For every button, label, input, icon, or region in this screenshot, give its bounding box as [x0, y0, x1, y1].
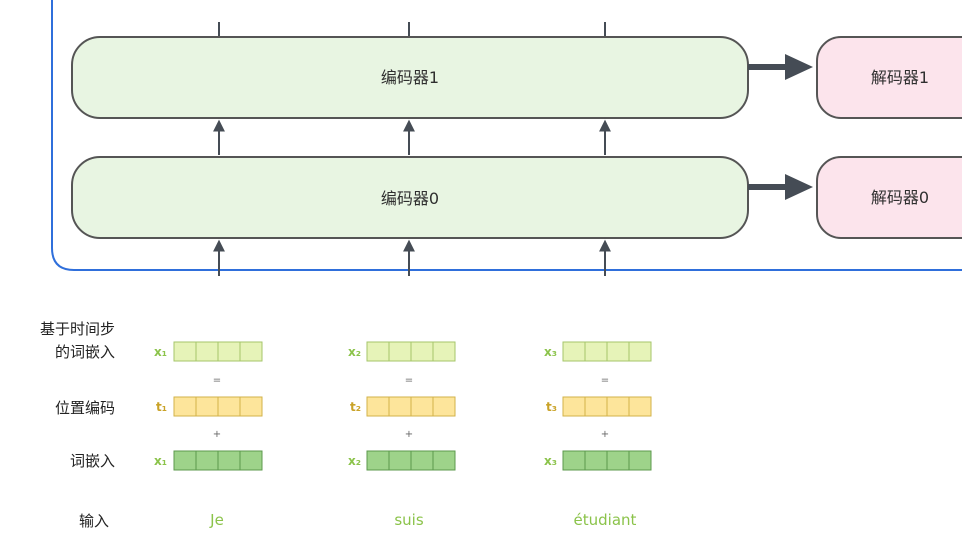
- token-2-combined-vector: [366, 341, 456, 362]
- token-2-embedding-vector-cell-3: [410, 450, 434, 471]
- decoder-1-label: 解码器1: [871, 68, 929, 87]
- encoder-0-box: [71, 156, 749, 239]
- token-3-input-word: étudiant: [574, 511, 637, 529]
- token-3-embedding-vector-cell-1: [562, 450, 586, 471]
- decoder-0-label: 解码器0: [871, 188, 929, 207]
- token-1-equals-sign: =: [213, 375, 221, 386]
- token-1-embedding-vector-cell-1: [173, 450, 197, 471]
- encoder-0-to-decoder-0-arrow-head: [785, 174, 813, 200]
- token-2-position-vector-cell-2: [388, 396, 412, 417]
- token-1-plus-sign: +: [213, 429, 221, 440]
- row-label-time-step-embedding-2: 的词嵌入: [55, 343, 115, 361]
- token-2-combined-vector-cell-2: [388, 341, 412, 362]
- token-1-combined-vector-cell-2: [195, 341, 219, 362]
- token-2-embedding-vector-cell-1: [366, 450, 390, 471]
- token-2-combined-vector-cell-3: [410, 341, 434, 362]
- token-1-combined-vector-cell-1: [173, 341, 197, 362]
- token-2-combined-vector-cell-1: [366, 341, 390, 362]
- token-1-embedding-label: x₁: [154, 454, 167, 468]
- token-1-embedding-vector-cell-4: [239, 450, 263, 471]
- token-column-3: x₃ = t₃ + x₃ étudiant: [544, 341, 652, 529]
- token-3-embedding-vector-cell-3: [606, 450, 630, 471]
- token-2-plus-sign: +: [405, 429, 413, 440]
- row-label-input: 输入: [79, 512, 109, 530]
- token-2-embedding-vector-cell-2: [388, 450, 412, 471]
- token-3-combined-vector-cell-2: [584, 341, 608, 362]
- token-1-position-vector-cell-2: [195, 396, 219, 417]
- row-label-time-step-embedding-1: 基于时间步: [40, 320, 115, 338]
- token-3-equals-sign: =: [601, 375, 609, 386]
- token-3-combined-vector-cell-1: [562, 341, 586, 362]
- token-3-combined-vector: [562, 341, 652, 362]
- token-1-combined-vector: [173, 341, 263, 362]
- token-3-position-vector-cell-1: [562, 396, 586, 417]
- token-2-input-word: suis: [394, 511, 423, 529]
- token-column-2: x₂ = t₂ + x₂ suis: [348, 341, 456, 529]
- token-3-embedding-vector-cell-4: [628, 450, 652, 471]
- token-1-combined-vector-cell-3: [217, 341, 241, 362]
- token-3-embedding-label: x₃: [544, 454, 557, 468]
- token-2-position-vector-cell-1: [366, 396, 390, 417]
- token-1-embedding-vector: [173, 450, 263, 471]
- token-3-embedding-vector: [562, 450, 652, 471]
- token-2-position-vector: [366, 396, 456, 417]
- decoder-1-box: [816, 36, 962, 119]
- token-3-combined-vector-cell-4: [628, 341, 652, 362]
- token-3-combined-vector-cell-3: [606, 341, 630, 362]
- encoder-1-label: 编码器1: [381, 68, 439, 87]
- token-1-position-vector-cell-1: [173, 396, 197, 417]
- encoder-1-box: [71, 36, 749, 119]
- row-label-positional-encoding: 位置编码: [55, 399, 115, 417]
- encoder-0-label: 编码器0: [381, 189, 439, 208]
- token-2-combined-vector-cell-4: [432, 341, 456, 362]
- token-3-position-vector: [562, 396, 652, 417]
- token-1-position-label: t₁: [156, 400, 167, 414]
- token-3-plus-sign: +: [601, 429, 609, 440]
- token-3-position-label: t₃: [546, 400, 557, 414]
- token-column-1: x₁ = t₁ + x₁ Je: [154, 341, 263, 529]
- token-1-position-vector-cell-4: [239, 396, 263, 417]
- token-1-combined-label: x₁: [154, 345, 167, 359]
- token-1-position-vector-cell-3: [217, 396, 241, 417]
- token-2-embedding-vector-cell-4: [432, 450, 456, 471]
- token-2-combined-label: x₂: [348, 345, 361, 359]
- encoder-stack-container: [51, 0, 962, 271]
- token-1-position-vector: [173, 396, 263, 417]
- token-1-embedding-vector-cell-3: [217, 450, 241, 471]
- token-1-input-word: Je: [209, 511, 224, 529]
- token-1-embedding-vector-cell-2: [195, 450, 219, 471]
- token-2-position-vector-cell-3: [410, 396, 434, 417]
- token-2-embedding-vector: [366, 450, 456, 471]
- token-2-equals-sign: =: [405, 375, 413, 386]
- encoder-1-to-decoder-1-arrow-head: [785, 54, 813, 80]
- token-3-embedding-vector-cell-2: [584, 450, 608, 471]
- token-3-position-vector-cell-4: [628, 396, 652, 417]
- token-1-combined-vector-cell-4: [239, 341, 263, 362]
- token-2-position-vector-cell-4: [432, 396, 456, 417]
- row-label-word-embedding: 词嵌入: [70, 452, 115, 470]
- token-3-combined-label: x₃: [544, 345, 557, 359]
- token-2-position-label: t₂: [350, 400, 361, 414]
- token-3-position-vector-cell-2: [584, 396, 608, 417]
- token-3-position-vector-cell-3: [606, 396, 630, 417]
- token-2-embedding-label: x₂: [348, 454, 361, 468]
- decoder-0-box: [816, 156, 962, 239]
